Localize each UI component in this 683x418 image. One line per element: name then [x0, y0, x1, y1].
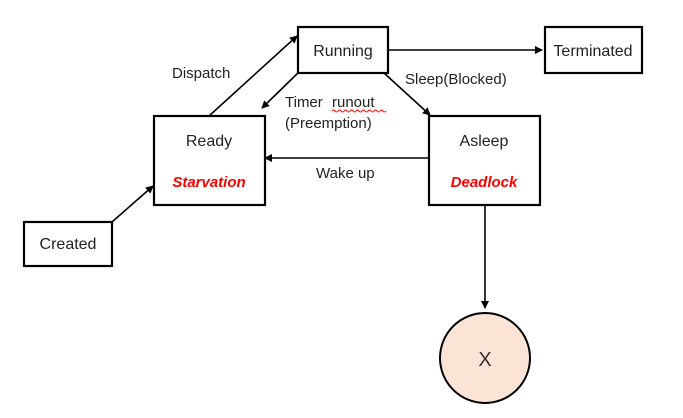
transition-label-preemption: (Preemption) — [285, 115, 372, 132]
transition-label-runout: runout — [332, 94, 375, 111]
spellcheck-underline — [331, 109, 387, 113]
problem-label-deadlock: Deadlock — [451, 174, 518, 191]
state-label-running: Running — [313, 43, 373, 60]
exit-label: X — [478, 349, 491, 371]
state-label-terminated: Terminated — [553, 43, 632, 60]
edge-created-to-ready — [111, 185, 154, 223]
state-box-asleep — [427, 114, 542, 207]
transition-label-dispatch: Dispatch — [172, 65, 230, 82]
edge-dispatch-ready-to-running — [208, 35, 298, 117]
state-box-ready — [152, 114, 267, 207]
edge-sleep-running-to-asleep — [383, 72, 431, 116]
state-label-created: Created — [40, 236, 97, 253]
state-box-created — [22, 220, 114, 268]
transition-label-sleep: Sleep(Blocked) — [405, 71, 507, 88]
state-box-terminated — [543, 25, 644, 75]
state-box-running — [296, 25, 390, 75]
state-label-asleep: Asleep — [460, 133, 509, 150]
state-label-ready: Ready — [186, 133, 232, 150]
exit-circle — [439, 312, 531, 404]
edge-timer-running-to-ready — [261, 71, 300, 109]
transition-label-timer: Timer — [285, 94, 323, 111]
problem-label-starvation: Starvation — [172, 174, 245, 191]
transition-label-wake-up: Wake up — [316, 165, 375, 182]
